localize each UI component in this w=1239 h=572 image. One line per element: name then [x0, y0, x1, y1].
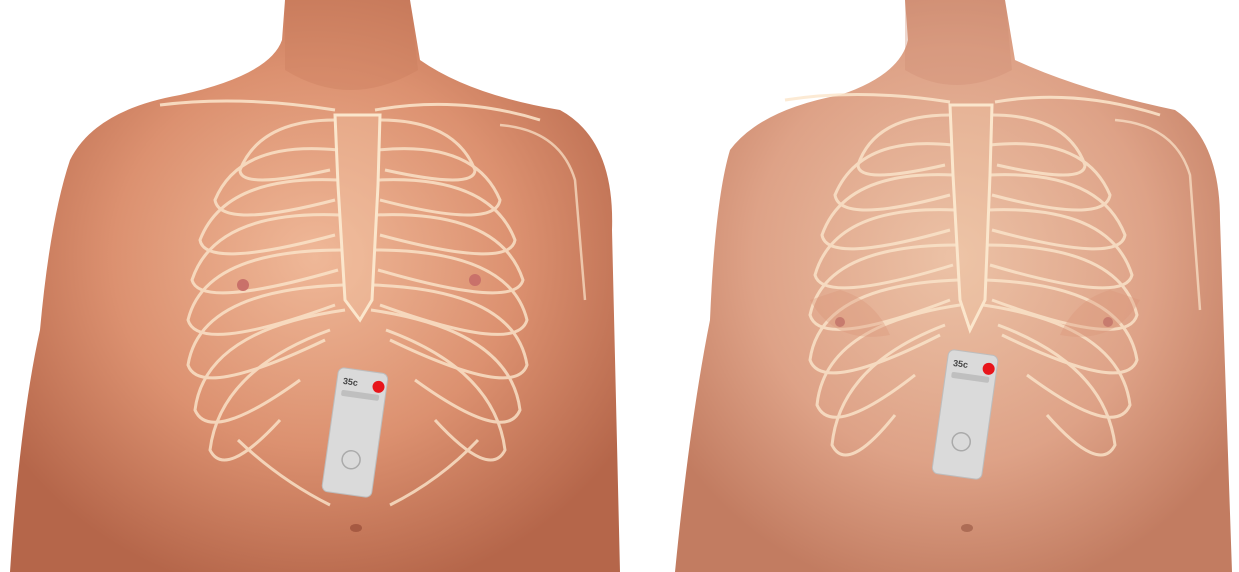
female-torso-illustration: 35c [620, 0, 1239, 572]
male-torso-illustration: 35c [0, 0, 620, 572]
male-nipple-left [237, 279, 249, 291]
male-torso-figure: 35c [0, 0, 620, 572]
female-torso-figure: 35c [620, 0, 1239, 572]
male-navel [350, 524, 362, 532]
probe-label: 35c [952, 358, 968, 370]
female-navel [961, 524, 973, 532]
female-nipple-left [835, 317, 845, 327]
male-nipple-right [469, 274, 481, 286]
female-neck-shadow [905, 0, 1012, 85]
female-nipple-right [1103, 317, 1113, 327]
probe-label: 35c [342, 376, 358, 388]
male-neck-shadow [285, 0, 418, 90]
female-body [675, 0, 1232, 572]
